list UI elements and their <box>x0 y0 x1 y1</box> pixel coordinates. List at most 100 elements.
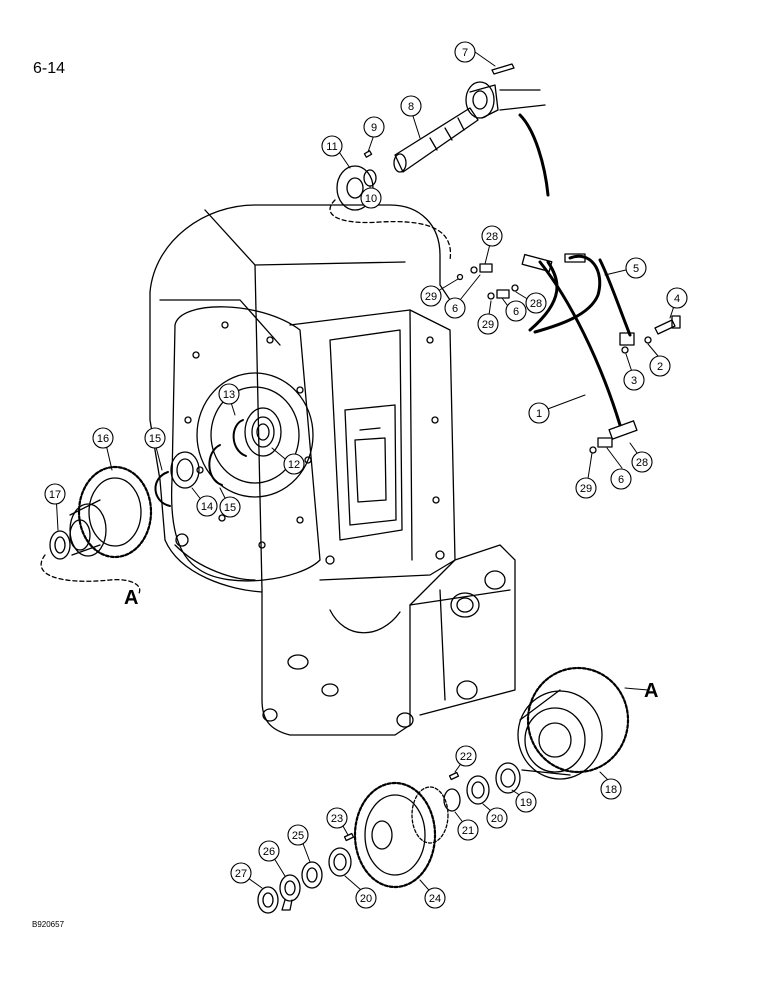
callout-circle <box>600 778 622 800</box>
callout-label: 6 <box>618 474 624 486</box>
callout-17: 17 <box>44 483 66 505</box>
callout-label: 27 <box>235 868 247 880</box>
callout-24: 24 <box>424 887 446 909</box>
callout-label: 18 <box>605 784 617 796</box>
callout-3: 3 <box>623 369 645 391</box>
fittings-lower <box>589 437 613 454</box>
gear-part-24 <box>353 781 449 889</box>
callout-circle <box>454 41 476 63</box>
washer-part-25 <box>301 861 323 889</box>
callout-label: 28 <box>636 457 648 469</box>
callout-5: 5 <box>625 257 647 279</box>
thrust-washer-part-17 <box>49 530 71 560</box>
callout-label: 4 <box>674 293 680 305</box>
callout-19: 19 <box>515 791 537 813</box>
callout-circle <box>455 745 477 767</box>
callout-25: 25 <box>287 824 309 846</box>
callout-29: 29 <box>477 313 499 335</box>
callout-label: 2 <box>657 361 663 373</box>
view-letter-left: A <box>124 587 138 609</box>
tab-washer-part-26 <box>279 874 301 911</box>
snap-ring-part-13 <box>232 419 247 457</box>
page-number: 6-14 <box>33 60 66 77</box>
callout-circle <box>218 383 240 405</box>
view-letter-right: A <box>644 680 658 702</box>
callout-label: 29 <box>482 319 494 331</box>
callout-label: 10 <box>365 193 377 205</box>
callout-circle <box>420 285 442 307</box>
callout-label: 5 <box>633 263 639 275</box>
transmission-housing <box>149 204 516 736</box>
callout-circle <box>528 402 550 424</box>
key-part-9 <box>363 150 373 158</box>
callout-circle <box>360 187 382 209</box>
callout-22: 22 <box>455 745 477 767</box>
callout-label: 16 <box>97 433 109 445</box>
callout-label: 24 <box>429 893 441 905</box>
callout-16: 16 <box>92 427 114 449</box>
callout-label: 21 <box>462 825 474 837</box>
callout-10: 10 <box>360 187 382 209</box>
bolt-part-4 <box>654 315 681 335</box>
callout-label: 23 <box>331 813 343 825</box>
callout-circle <box>623 369 645 391</box>
fittings-upper <box>456 263 519 300</box>
callout-26: 26 <box>258 840 280 862</box>
key-part-23 <box>343 832 355 842</box>
callout-label: 13 <box>223 389 235 401</box>
callout-circle <box>44 483 66 505</box>
callout-label: 19 <box>520 797 532 809</box>
callout-label: 9 <box>371 122 377 134</box>
hose-fittings <box>521 253 638 440</box>
callout-label: 6 <box>452 303 458 315</box>
callout-label: 11 <box>326 141 337 153</box>
callout-circle <box>525 292 547 314</box>
clutch-hub-part-18 <box>517 666 630 780</box>
callout-circle <box>230 862 252 884</box>
callout-29: 29 <box>575 477 597 499</box>
callout-15: 15 <box>144 427 166 449</box>
callout-circle <box>196 495 218 517</box>
callout-label: 17 <box>49 489 61 501</box>
callout-label: 8 <box>408 101 414 113</box>
callout-label: 6 <box>513 306 519 318</box>
washer-part-20b <box>328 847 352 877</box>
gear-part-16 <box>69 465 153 559</box>
callout-circle <box>287 824 309 846</box>
callout-28: 28 <box>525 292 547 314</box>
callout-circle <box>363 116 385 138</box>
callout-circle <box>321 135 343 157</box>
bearing-part-12 <box>244 407 282 457</box>
callout-circle <box>649 355 671 377</box>
callout-circle <box>444 297 466 319</box>
callout-6: 6 <box>505 300 527 322</box>
callout-label: 1 <box>536 408 542 420</box>
key-part-22 <box>448 771 460 781</box>
snap-ring-part-15a <box>208 444 223 486</box>
callout-circle <box>610 468 632 490</box>
callout-6: 6 <box>444 297 466 319</box>
callout-20: 20 <box>486 807 508 829</box>
washer-part-27 <box>257 886 279 914</box>
ring-part-21 <box>443 788 461 812</box>
callout-circle <box>477 313 499 335</box>
callout-label: 7 <box>462 47 468 59</box>
callout-23: 23 <box>326 807 348 829</box>
callout-label: 20 <box>491 813 503 825</box>
callout-leaders <box>55 51 676 898</box>
callout-label: 25 <box>292 830 304 842</box>
callout-circle <box>424 887 446 909</box>
washer-part-20a <box>466 775 490 805</box>
callout-circle <box>258 840 280 862</box>
callout-label: 22 <box>460 751 472 763</box>
callout-circle <box>575 477 597 499</box>
callout-circle <box>515 791 537 813</box>
callout-28: 28 <box>481 225 503 247</box>
callout-8: 8 <box>400 95 422 117</box>
callout-label: 29 <box>580 483 592 495</box>
callout-circle <box>400 95 422 117</box>
callout-29: 29 <box>420 285 442 307</box>
callout-7: 7 <box>454 41 476 63</box>
